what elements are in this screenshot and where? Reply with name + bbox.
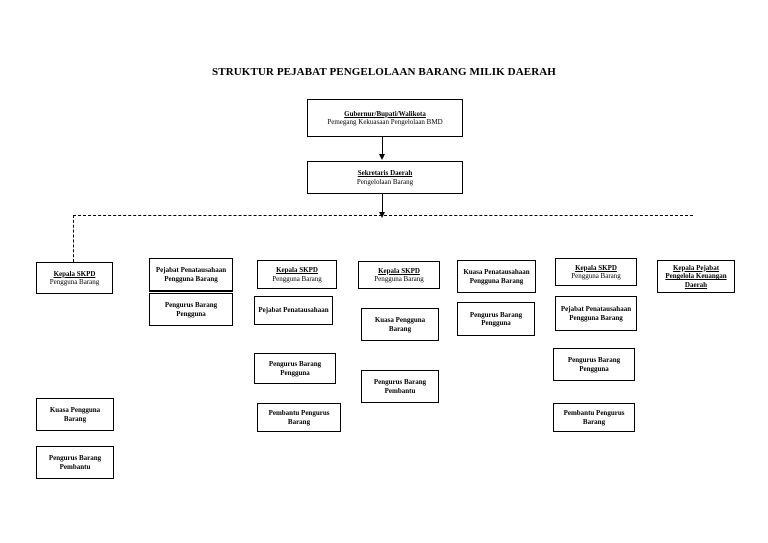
col3-pejabat-box: Pejabat Penatausahaan — [254, 296, 333, 325]
col6-head-box: Kepala SKPD Pengguna Barang — [555, 258, 637, 286]
col4-kuasa-label: Kuasa Pengguna Barang — [374, 316, 426, 333]
col1-pengurus-pembantu-label: Pengurus Barang Pembantu — [48, 454, 102, 471]
col4-head-title: Kepala SKPD — [378, 266, 420, 275]
col5-head-box: Kuasa Penatausahaan Pengguna Barang — [457, 260, 536, 293]
col6-pejabat-label: Pejabat Penatausahaan Pengguna Barang — [560, 305, 632, 322]
col7-head-box: Kepala Pejabat Pengelola Keuangan Daerah — [657, 260, 735, 293]
col1-kuasa-label: Kuasa Pengguna Barang — [49, 406, 101, 423]
col1-head-title: Kepala SKPD — [53, 269, 96, 278]
col4-pengurus-pembantu-label: Pengurus Barang Pembantu — [373, 378, 427, 395]
connector-sekda-down — [382, 194, 383, 215]
col4-head-box: Kepala SKPD Pengguna Barang — [358, 261, 440, 289]
col6-pembantu-box: Pembantu Pengurus Barang — [553, 403, 635, 432]
gubernur-box: Gubernur/Bupati/Walikota Pemegang Kekuas… — [307, 99, 463, 137]
col3-head-box: Kepala SKPD Pengguna Barang — [257, 260, 337, 289]
sekda-box: Sekretaris Daerah Pengelolaan Barang — [307, 161, 463, 194]
col5-head-title: Kuasa Penatausahaan Pengguna Barang — [463, 268, 530, 285]
col3-pejabat-label: Pejabat Penatausahaan — [258, 306, 329, 315]
col1-head-subtitle: Pengguna Barang — [49, 278, 100, 286]
col6-pengurus-box: Pengurus Barang Pengguna — [553, 348, 635, 381]
col1-head-box: Kepala SKPD Pengguna Barang — [36, 262, 113, 294]
col2-pengurus-label: Pengurus Barang Pengguna — [164, 301, 218, 318]
gubernur-title: Gubernur/Bupati/Walikota — [344, 109, 426, 118]
col3-pembantu-box: Pembantu Pengurus Barang — [257, 403, 341, 432]
col5-pengurus-label: Pengurus Barang Pengguna — [469, 310, 523, 328]
col7-head-title: Kepala Pejabat Pengelola Keuangan Daerah — [665, 263, 727, 289]
col6-head-title: Kepala SKPD — [575, 263, 617, 272]
col5-pengurus-box: Pengurus Barang Pengguna — [457, 302, 535, 336]
col6-pejabat-box: Pejabat Penatausahaan Pengguna Barang — [555, 296, 637, 331]
sekda-subtitle: Pengelolaan Barang — [356, 177, 414, 186]
col4-kuasa-box: Kuasa Pengguna Barang — [361, 308, 439, 341]
gubernur-subtitle: Pemegang Kekuasaan Pengelolaan BMD — [327, 118, 443, 126]
arrow-to-sekda — [379, 154, 385, 160]
col6-head-subtitle: Pengguna Barang — [571, 272, 621, 280]
dashed-left-drop — [73, 215, 74, 262]
col3-pembantu-label: Pembantu Pengurus Barang — [268, 409, 330, 426]
diagram-title: STRUKTUR PEJABAT PENGELOLAAN BARANG MILI… — [212, 66, 556, 78]
col3-pengurus-label: Pengurus Barang Pengguna — [268, 360, 322, 377]
connector-top-sekda — [382, 137, 383, 154]
col1-pengurus-pembantu-box: Pengurus Barang Pembantu — [36, 446, 114, 479]
col4-pengurus-pembantu-box: Pengurus Barang Pembantu — [361, 370, 439, 403]
col2-pengurus-box: Pengurus Barang Pengguna — [149, 293, 233, 326]
col6-pembantu-label: Pembantu Pengurus Barang — [563, 409, 625, 426]
col4-head-subtitle: Pengguna Barang — [374, 275, 424, 283]
col1-kuasa-box: Kuasa Pengguna Barang — [36, 398, 114, 431]
col3-head-subtitle: Pengguna Barang — [272, 274, 322, 283]
col2-head-title: Pejabat Penatausahaan Pengguna Barang — [155, 266, 227, 283]
col6-pengurus-label: Pengurus Barang Pengguna — [567, 356, 621, 373]
arrow-to-center — [379, 212, 385, 218]
col2-head-box: Pejabat Penatausahaan Pengguna Barang — [149, 258, 233, 292]
col3-head-title: Kepala SKPD — [276, 266, 318, 274]
sekda-title: Sekretaris Daerah — [357, 169, 413, 177]
col3-pengurus-box: Pengurus Barang Pengguna — [254, 353, 336, 384]
